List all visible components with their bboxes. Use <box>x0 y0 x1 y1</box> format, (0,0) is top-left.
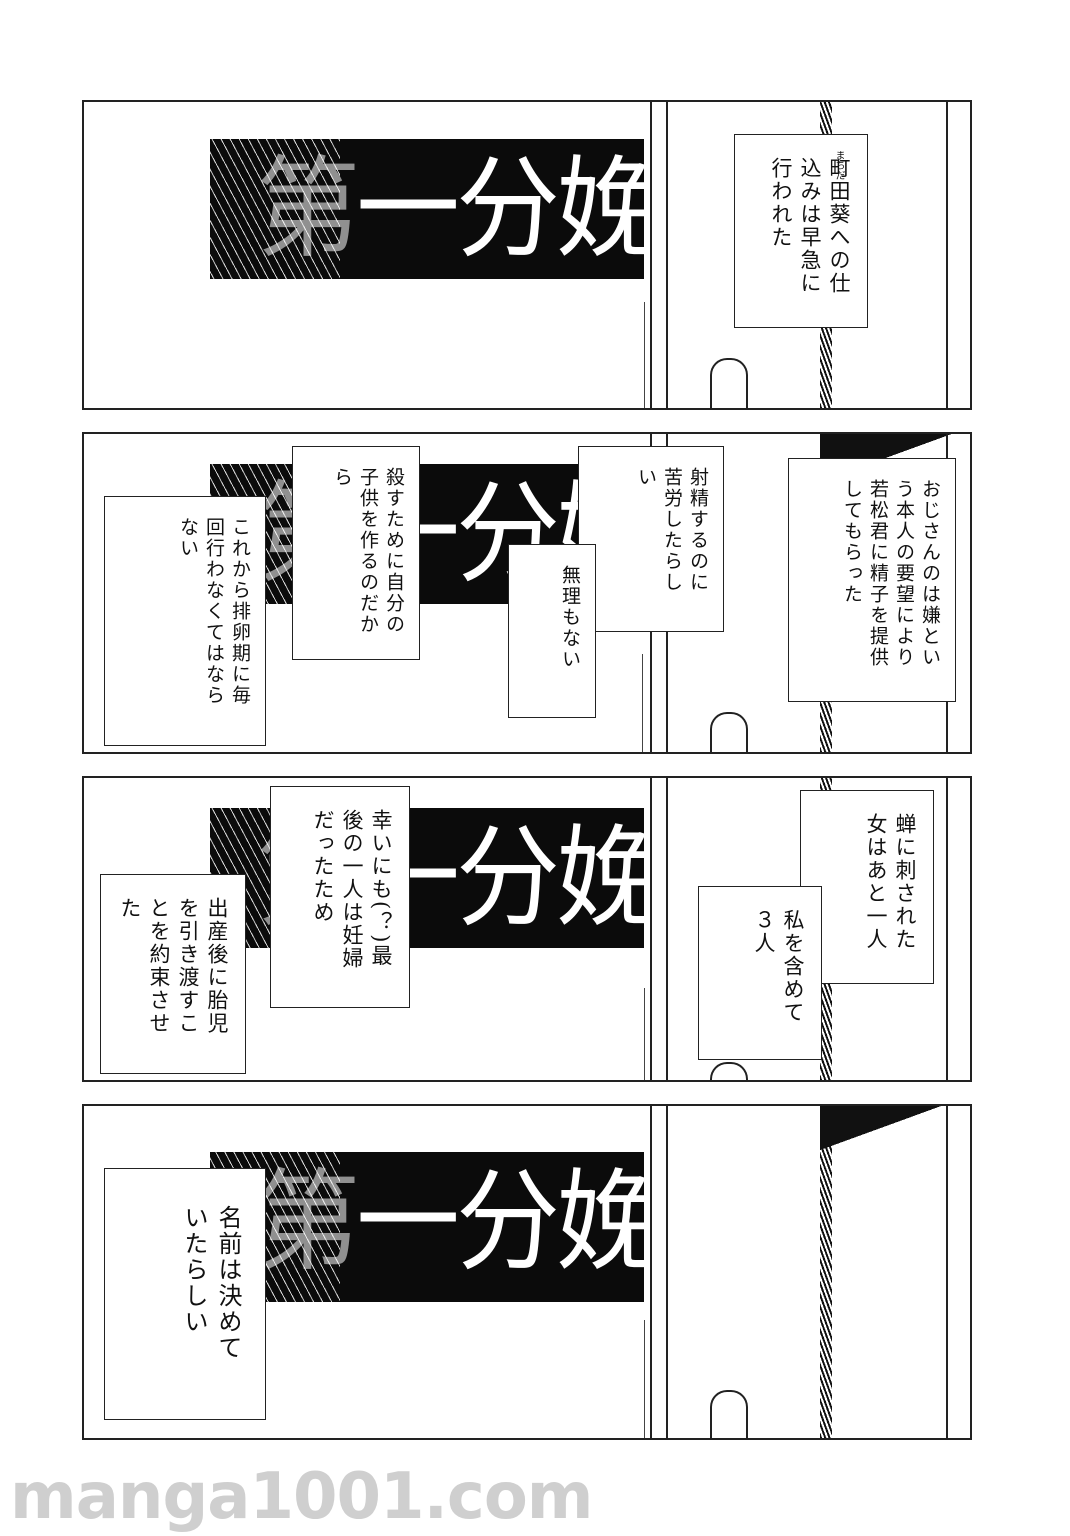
wall-edge <box>946 1106 948 1438</box>
sign-text: 第一分娩室 <box>256 1157 644 1287</box>
manga-panel-3: 第一分娩室 蝉に刺された女はあと一人 私を含めて３人 幸いにも(？)最後の一人は… <box>82 776 972 1082</box>
wall-edge <box>650 778 652 1080</box>
narration-box: 蝉に刺された女はあと一人 <box>800 790 934 984</box>
doorway-arch <box>710 1390 748 1438</box>
wall-edge <box>946 778 948 1080</box>
narration-box: 幸いにも(？)最後の一人は妊婦だったため <box>270 786 410 1008</box>
furigana: まちだ <box>833 150 844 180</box>
narration-box: 名前は決めていたらしい <box>104 1168 266 1420</box>
site-watermark: manga1001.com <box>10 1460 593 1534</box>
door-frame <box>820 1106 832 1438</box>
doorway-arch <box>710 1062 748 1080</box>
wall-edge <box>666 1106 668 1438</box>
narration-box: 町田葵への仕込みは早急に行われた <box>734 134 868 328</box>
manga-panel-4: 第一分娩室 名前は決めていたらしい <box>82 1104 972 1440</box>
wire-line <box>644 988 645 1080</box>
wall-edge <box>666 102 668 408</box>
wire-line <box>644 302 645 408</box>
door-shadow <box>820 1106 970 1166</box>
wall-edge <box>650 1106 652 1438</box>
wire-line <box>644 1320 645 1438</box>
narration-box: 無理もない <box>508 544 596 718</box>
narration-box: 殺すために自分の子供を作るのだから <box>292 446 420 660</box>
delivery-room-sign: 第一分娩室 <box>210 139 644 279</box>
wall-edge <box>666 778 668 1080</box>
wall-edge <box>650 102 652 408</box>
doorway-arch <box>710 712 748 752</box>
wire-line <box>642 654 643 752</box>
sign-text: 第一分娩室 <box>256 144 644 274</box>
narration-box: 私を含めて３人 <box>698 886 822 1060</box>
delivery-room-sign: 第一分娩室 <box>210 1152 644 1302</box>
wall-edge <box>946 102 948 408</box>
narration-box: 出産後に胎児を引き渡すことを約束させた <box>100 874 246 1074</box>
sign-hatching <box>210 139 340 279</box>
narration-box: 射精するのに苦労したらしい <box>578 446 724 632</box>
narration-box: おじさんのは嫌という本人の要望により若松君に精子を提供してもらった <box>788 458 956 702</box>
narration-box: これから排卵期に毎回行わなくてはならない <box>104 496 266 746</box>
doorway-arch <box>710 358 748 408</box>
manga-panel-1: 第一分娩室 町田葵への仕込みは早急に行われた まちだ <box>82 100 972 410</box>
manga-panel-2: 第一分娩室 おじさんのは嫌という本人の要望により若松君に精子を提供してもらった … <box>82 432 972 754</box>
